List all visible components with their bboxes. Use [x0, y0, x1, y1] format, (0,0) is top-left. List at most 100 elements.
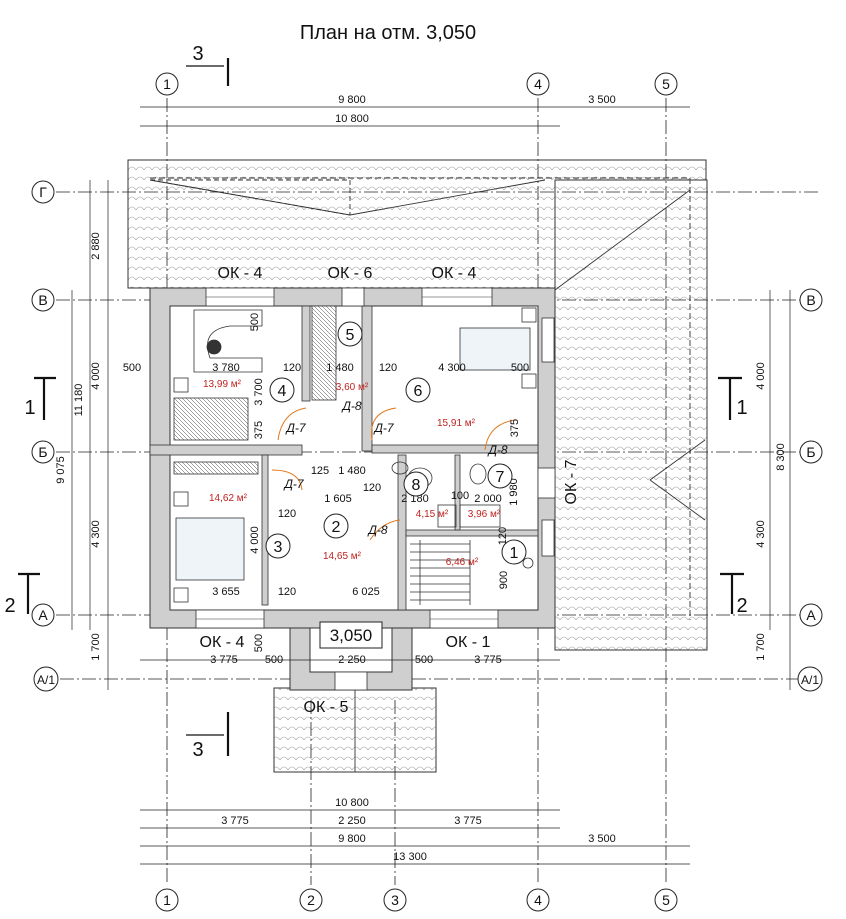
dim-in-4000: 4 000 — [249, 526, 261, 554]
axis-row-b-left: Б — [38, 444, 47, 460]
dim-in-3655: 3 655 — [212, 586, 240, 598]
room-6-area: 15,91 м² — [437, 418, 476, 429]
axis-row-v-left: В — [38, 292, 47, 308]
dim-in-120a: 120 — [283, 362, 301, 374]
axis-col-1-bottom: 1 — [163, 892, 171, 908]
dim-in-120g: 120 — [278, 586, 296, 598]
room-5-area: 3,60 м² — [336, 382, 369, 393]
room-3-number: 3 — [274, 539, 283, 556]
dim-in-120b: 120 — [379, 362, 397, 374]
door-label-d7-b: Д-7 — [372, 421, 394, 435]
room-6-number: 6 — [414, 383, 423, 400]
dim-in-500-porch: 500 — [253, 634, 265, 652]
room-4: 4 13,99 м² — [203, 377, 295, 403]
room-1: 1 6,46 м² — [446, 539, 527, 568]
section-2-right: 2 — [736, 595, 747, 617]
axis-row-a-right: А — [806, 607, 816, 623]
dim-bottom-3775a: 3 775 — [221, 815, 249, 827]
dim-in-1480b: 1 480 — [338, 465, 366, 477]
room-5: 5 3,60 м² — [336, 321, 369, 393]
axis-col-5-bottom: 5 — [662, 892, 670, 908]
roof — [127, 159, 708, 773]
dim-in-120d: 120 — [497, 527, 509, 545]
staircase — [410, 540, 471, 605]
dim-top-9800: 9 800 — [338, 94, 366, 106]
axis-col-5-top: 5 — [662, 76, 670, 92]
section-3-bottom: 3 — [192, 739, 203, 761]
dim-left-4300: 4 300 — [90, 520, 102, 548]
axis-col-3-bottom: 3 — [391, 892, 399, 908]
room-1-number: 1 — [510, 545, 519, 562]
dim-left-11180: 11 180 — [73, 384, 85, 417]
section-3-top: 3 — [192, 43, 203, 65]
dim-in-500-left: 500 — [123, 362, 141, 374]
dim-bottom-2250: 2 250 — [338, 815, 366, 827]
window-label-ok7-side: ОК - 7 — [563, 459, 580, 504]
axis-col-1-top: 1 — [163, 76, 171, 92]
section-1-left: 1 — [24, 397, 35, 419]
axis-row-b-right: Б — [806, 444, 815, 460]
dim-in-500r: 500 — [511, 362, 529, 374]
dim-bottom-13300: 13 300 — [393, 851, 427, 863]
room-2-number: 2 — [332, 519, 341, 536]
furniture — [173, 305, 555, 605]
axis-col-2-bottom: 2 — [307, 892, 315, 908]
axis-row-v-right: В — [806, 292, 815, 308]
room-7: 7 3,96 м² — [468, 463, 513, 520]
section-cuts — [18, 58, 744, 756]
level-mark-value: 3,050 — [330, 626, 373, 645]
dim-bottom-9800: 9 800 — [338, 833, 366, 845]
dim-in-100: 100 — [451, 490, 469, 502]
room-3-area: 14,62 м² — [209, 493, 248, 504]
dim-left-2880: 2 880 — [90, 232, 102, 260]
dim-in-900: 900 — [498, 571, 510, 589]
room-2: 2 14,65 м² — [323, 513, 362, 562]
dim-porch-500b: 500 — [415, 654, 433, 666]
axis-row-a1-left: А/1 — [37, 673, 55, 687]
window-label-ok1-bottom: ОК - 1 — [446, 634, 491, 651]
dim-porch-3775b: 3 775 — [474, 654, 502, 666]
room-6: 6 15,91 м² — [405, 377, 476, 429]
axis-col-4-bottom: 4 — [534, 892, 542, 908]
window-label-ok4-top-right: ОК - 4 — [432, 265, 477, 282]
dim-right-4000: 4 000 — [755, 362, 767, 390]
dim-in-3700: 3 700 — [253, 378, 265, 406]
section-2-left: 2 — [4, 595, 15, 617]
dim-in-6025: 6 025 — [352, 586, 380, 598]
room-7-number: 7 — [496, 469, 505, 486]
dim-in-3780: 3 780 — [212, 362, 240, 374]
plan-title: План на отм. 3,050 — [300, 22, 476, 44]
dim-in-1480a: 1 480 — [326, 362, 354, 374]
room-3: 3 14,62 м² — [209, 493, 291, 559]
room-4-number: 4 — [278, 383, 287, 400]
dim-in-1605: 1 605 — [324, 493, 352, 505]
dim-in-2180: 2 180 — [401, 493, 429, 505]
walls — [149, 287, 556, 691]
section-1-right: 1 — [736, 397, 747, 419]
dimension-lines — [71, 106, 791, 865]
axis-row-g: Г — [39, 184, 47, 200]
door-label-d7-c: Д-7 — [282, 477, 304, 491]
axis-row-a-left: А — [38, 607, 48, 623]
dim-in-120c: 120 — [363, 482, 381, 494]
door-label-d8-a: Д-8 — [340, 399, 361, 413]
room-5-number: 5 — [346, 327, 355, 344]
dim-left-4000: 4 000 — [90, 362, 102, 390]
dim-porch-500a: 500 — [265, 654, 283, 666]
door-label-d8-b: Д-8 — [366, 523, 387, 537]
dim-in-500-top: 500 — [249, 313, 261, 331]
room-1-area: 6,46 м² — [446, 557, 479, 568]
window-label-ok5-porch: ОК - 5 — [304, 699, 349, 716]
dim-bottom-3500: 3 500 — [588, 833, 616, 845]
axis-col-4-top: 4 — [534, 76, 542, 92]
dim-in-4300: 4 300 — [438, 362, 466, 374]
dim-top-3500: 3 500 — [588, 94, 616, 106]
dim-porch-2250: 2 250 — [338, 654, 366, 666]
interior-dimensions: 500 500 3 780 120 1 480 120 4 300 500 3 … — [123, 313, 529, 666]
window-label-ok4-bottom: ОК - 4 — [200, 634, 245, 651]
room-8-number: 8 — [412, 477, 421, 494]
room-2-area: 14,65 м² — [323, 551, 362, 562]
door-label-d7-a: Д-7 — [284, 421, 306, 435]
room-8: 8 4,15 м² — [403, 471, 449, 520]
